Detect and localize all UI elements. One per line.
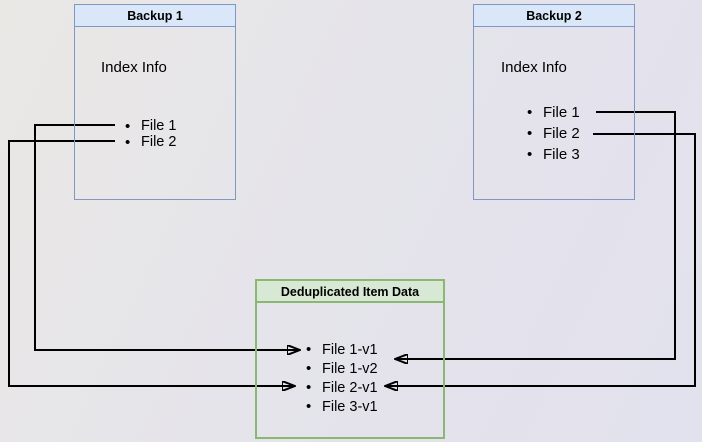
dedup-box: Deduplicated Item Data File 1-v1 File 1-… — [255, 279, 445, 439]
list-item: File 1-v2 — [304, 359, 378, 378]
backup2-title: Backup 2 — [474, 5, 634, 27]
bullet-icon — [304, 398, 322, 415]
file-label: File 1-v1 — [322, 341, 378, 358]
bullet-icon — [304, 341, 322, 358]
file-label: File 2 — [141, 134, 177, 150]
list-item: File 1 — [525, 102, 580, 123]
bullet-icon — [304, 379, 322, 396]
dedup-item-list: File 1-v1 File 1-v2 File 2-v1 File 3-v1 — [304, 340, 378, 416]
file-label: File 2 — [543, 125, 580, 142]
bullet-icon — [123, 134, 141, 151]
backup1-title: Backup 1 — [75, 5, 235, 27]
list-item: File 2 — [123, 134, 176, 150]
file-label: File 3-v1 — [322, 398, 378, 415]
backup1-index-label: Index Info — [101, 59, 167, 76]
dedup-title: Deduplicated Item Data — [257, 281, 443, 303]
file-label: File 3 — [543, 146, 580, 163]
list-item: File 3 — [525, 144, 580, 165]
backup2-box: Backup 2 Index Info File 1 File 2 File 3 — [473, 4, 635, 200]
list-item: File 2-v1 — [304, 378, 378, 397]
list-item: File 1 — [123, 118, 176, 134]
list-item: File 3-v1 — [304, 397, 378, 416]
list-item: File 1-v1 — [304, 340, 378, 359]
list-item: File 2 — [525, 123, 580, 144]
file-label: File 1 — [141, 118, 177, 134]
backup1-box: Backup 1 Index Info File 1 File 2 — [74, 4, 236, 200]
file-label: File 2-v1 — [322, 379, 378, 396]
bullet-icon — [525, 125, 543, 142]
bullet-icon — [525, 146, 543, 163]
bullet-icon — [123, 118, 141, 135]
file-label: File 1 — [543, 104, 580, 121]
backup1-file-list: File 1 File 2 — [123, 118, 176, 150]
bullet-icon — [525, 104, 543, 121]
backup2-file-list: File 1 File 2 File 3 — [525, 102, 580, 165]
backup2-index-label: Index Info — [501, 59, 567, 76]
file-label: File 1-v2 — [322, 360, 378, 377]
bullet-icon — [304, 360, 322, 377]
